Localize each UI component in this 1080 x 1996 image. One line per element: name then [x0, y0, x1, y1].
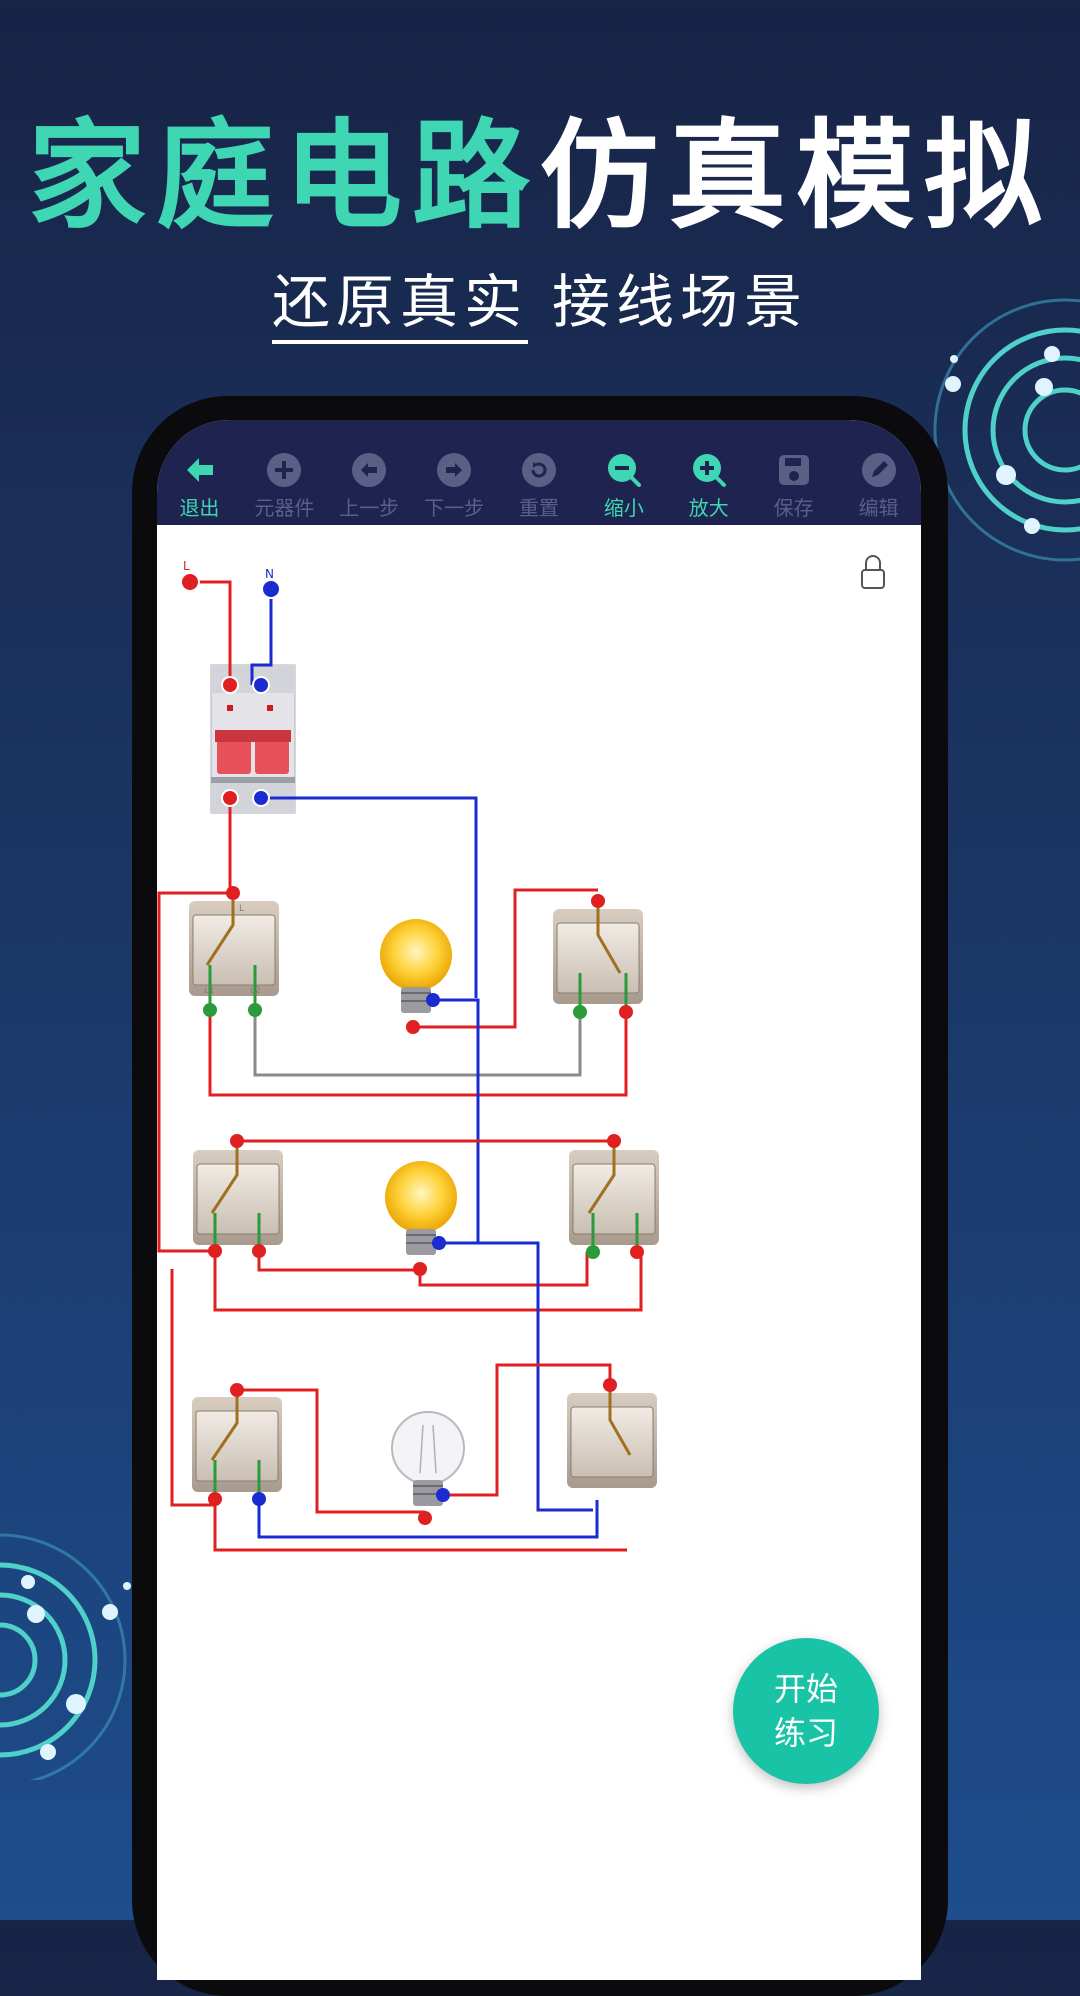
switch-row3-left[interactable]: [192, 1390, 282, 1499]
zoom-out-icon: [607, 454, 641, 487]
toolbar-label: 编辑: [858, 496, 899, 520]
neutral-label: N: [265, 567, 274, 581]
reset-icon: [522, 453, 556, 487]
lock-icon[interactable]: [861, 555, 885, 589]
headline-part1: 家庭电路: [27, 107, 540, 245]
subheadline-part2: 接线场景: [552, 268, 809, 336]
save-icon: [778, 455, 809, 485]
subheadline-part1: 还原真实: [271, 268, 528, 344]
toolbar-label: 元器件: [254, 496, 315, 520]
switch-row2-right[interactable]: [569, 1141, 659, 1252]
bulb-row2-lit[interactable]: [385, 1161, 457, 1255]
toolbar-label: 退出: [179, 496, 220, 520]
decor-rings-right: [933, 298, 1080, 562]
undo-icon: [352, 453, 387, 487]
toolbar-label: 缩小: [603, 496, 644, 520]
toolbar-label: 放大: [688, 496, 729, 520]
toolbar-reset-button[interactable]: 重置: [497, 452, 582, 521]
toolbar-label: 上一步: [339, 496, 400, 520]
toolbar-save-button[interactable]: 保存: [751, 452, 836, 521]
subheadline: 还原真实接线场景: [0, 255, 1080, 344]
bulb-row3-off[interactable]: [391, 1411, 465, 1506]
back-arrow-icon: [187, 458, 214, 482]
toolbar-undo-button[interactable]: 上一步: [327, 452, 412, 521]
redo-icon: [437, 453, 472, 487]
circuit-diagram: L N L1 L2 L: [157, 555, 885, 1552]
decor-rings-left: [0, 1533, 131, 1780]
bulb-row1-lit[interactable]: [380, 919, 452, 1013]
toolbar-zoom-in-button[interactable]: 放大: [666, 452, 751, 521]
circuit-canvas[interactable]: L N L1 L2 L: [157, 525, 921, 1980]
start-practice-button[interactable]: 开始 练习: [733, 1638, 879, 1784]
plus-circle-icon: [267, 453, 302, 487]
live-label: L: [183, 559, 190, 573]
zoom-in-icon: [692, 454, 726, 487]
terminal-label-L1: L1: [204, 986, 215, 996]
toolbar-label: 保存: [773, 496, 814, 520]
terminals: [180, 572, 644, 1525]
toolbar-zoom-out-button[interactable]: 缩小: [581, 452, 666, 521]
toolbar-redo-button[interactable]: 下一步: [412, 452, 497, 521]
toolbar-edit-button[interactable]: 编辑: [836, 452, 921, 521]
terminal-label-L2: L2: [250, 986, 261, 996]
headline: 家庭电路仿真模拟: [0, 80, 1080, 251]
headline-part2: 仿真模拟: [540, 107, 1053, 245]
start-practice-line2: 练习: [773, 1714, 838, 1752]
terminal-label-L: L: [239, 904, 244, 914]
toolbar-label: 重置: [519, 496, 559, 520]
start-practice-line1: 开始: [773, 1670, 838, 1708]
switch-row1-right[interactable]: [553, 901, 643, 1012]
toolbar: 退出 元器件 上一步 下一步 重置 缩小 放大 保存: [157, 420, 921, 525]
switch-row2-left[interactable]: [193, 1141, 283, 1251]
toolbar-exit-button[interactable]: 退出: [157, 452, 242, 521]
toolbar-components-button[interactable]: 元器件: [242, 452, 327, 521]
toolbar-label: 下一步: [424, 496, 485, 520]
switch-row1-left[interactable]: [189, 893, 279, 1010]
edit-icon: [861, 453, 896, 487]
switch-row3-right[interactable]: [567, 1385, 657, 1488]
